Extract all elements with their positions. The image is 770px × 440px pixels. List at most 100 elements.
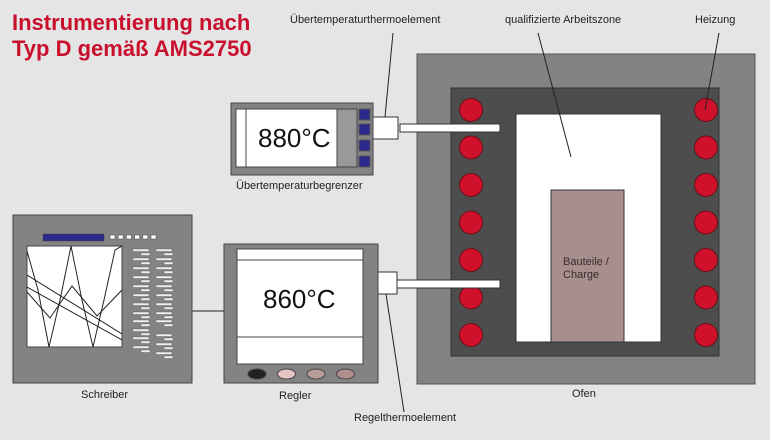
recorder-switch <box>155 275 173 279</box>
controller-button[interactable] <box>247 368 267 380</box>
parts-charge <box>550 189 625 343</box>
trace-line-2 <box>27 286 122 341</box>
recorder-switch <box>155 342 173 346</box>
recorder-switch <box>163 297 174 301</box>
recorder-switch <box>140 297 151 301</box>
recorder-switch <box>163 315 174 319</box>
trace-line-1 <box>27 274 122 335</box>
recorder-switch <box>132 319 150 323</box>
recorder-switch <box>163 323 174 327</box>
limiter-temperature-readout: 880°C <box>258 123 331 153</box>
recorder-led <box>126 234 132 240</box>
over-temp-thermocouple-probe <box>399 123 501 133</box>
recorder-switch <box>163 288 174 292</box>
heater-element <box>459 173 483 197</box>
recorder-switch <box>155 302 173 306</box>
label-qualified-work-zone: qualifizierte Arbeitszone <box>505 14 622 26</box>
recorder-switch <box>140 252 151 256</box>
limiter-button-3 <box>358 139 371 152</box>
trace-zigzag <box>27 285 122 319</box>
recorder-switch <box>140 306 151 310</box>
heater-element <box>694 173 718 197</box>
over-temp-thermocouple-head <box>372 116 399 140</box>
recorder-switch <box>163 252 174 256</box>
heater-element <box>694 98 718 122</box>
label-furnace: Ofen <box>572 388 596 400</box>
recorder-switch <box>163 355 174 359</box>
recorder-switch <box>163 261 174 265</box>
recorder-led <box>142 234 149 240</box>
controller-buttons <box>247 368 355 380</box>
diagram-title: Instrumentierung nach Typ D gemäß AMS275… <box>12 10 252 61</box>
recorder-switch <box>132 248 150 252</box>
recorder-switch <box>132 284 150 288</box>
recorder-switch <box>155 248 173 252</box>
leader-control-thermocouple <box>385 293 405 413</box>
recorder-led <box>134 234 140 240</box>
recorder-switch <box>155 284 173 288</box>
label-parts-charge: Bauteile / Charge <box>563 256 609 281</box>
heater-element <box>694 135 718 160</box>
recorder-display-bar <box>42 233 105 242</box>
recorder-switch <box>140 261 151 265</box>
label-over-temp-thermocouple: Übertemperaturthermoelement <box>290 14 441 26</box>
recorder-switch <box>155 266 173 270</box>
recorder-switch <box>140 332 151 336</box>
label-over-temp-limiter: Übertemperaturbegrenzer <box>236 180 363 192</box>
recorder-switch <box>132 302 150 306</box>
limiter-button-1 <box>358 108 371 121</box>
recorder-led <box>117 234 124 240</box>
recorder-switch <box>163 337 174 341</box>
recorder-switch <box>140 279 151 283</box>
heaters-right <box>694 98 718 347</box>
heaters-left <box>459 98 483 347</box>
recorder-switch <box>155 333 173 337</box>
recorder-switch <box>132 336 150 340</box>
heater-element <box>459 323 483 347</box>
controller-button[interactable] <box>277 368 296 380</box>
leader-work-zone <box>537 32 572 158</box>
recorder-switch <box>163 346 174 350</box>
recorder-switch <box>140 288 151 292</box>
recorder-switch <box>132 275 150 279</box>
heater-element <box>459 285 483 310</box>
over-temp-limiter-screen <box>235 108 338 168</box>
recorder-switch <box>132 257 150 261</box>
limiter-button-4 <box>358 155 371 168</box>
label-control-thermocouple: Regelthermoelement <box>354 412 457 424</box>
recorder-traces <box>27 246 122 347</box>
limiter-button-2 <box>358 123 371 136</box>
recorder-switch <box>140 349 151 353</box>
recorder-switch <box>140 315 151 319</box>
controller-button[interactable] <box>336 368 355 380</box>
recorder-switch <box>140 340 151 344</box>
heater-element <box>694 285 718 310</box>
controller-button[interactable] <box>306 368 326 380</box>
recorder-led <box>150 234 157 240</box>
leader-over-temp-thermocouple <box>384 32 394 118</box>
heater-element <box>459 98 483 122</box>
recorder-switch <box>155 257 173 261</box>
leader-heating <box>704 32 720 111</box>
trace-sine <box>27 246 122 347</box>
control-thermocouple-probe <box>395 279 501 289</box>
control-thermocouple-head <box>377 271 398 295</box>
heater-element <box>694 323 718 347</box>
recorder-switch <box>132 266 150 270</box>
recorder-switch <box>155 293 173 297</box>
heater-element <box>459 135 483 160</box>
recorder-indicator-leds <box>109 234 157 240</box>
label-controller: Regler <box>279 390 312 402</box>
controller-temperature-readout: 860°C <box>263 284 336 314</box>
recorder-switch <box>163 270 174 274</box>
heater-element <box>459 248 483 272</box>
recorder-switch <box>132 345 150 349</box>
label-heating: Heizung <box>695 14 736 26</box>
label-recorder: Schreiber <box>81 389 129 401</box>
recorder-switch <box>155 311 173 315</box>
heater-element <box>694 248 718 272</box>
recorder-switch <box>163 306 174 310</box>
recorder-switch <box>132 293 150 297</box>
recorder-switch <box>155 319 173 323</box>
